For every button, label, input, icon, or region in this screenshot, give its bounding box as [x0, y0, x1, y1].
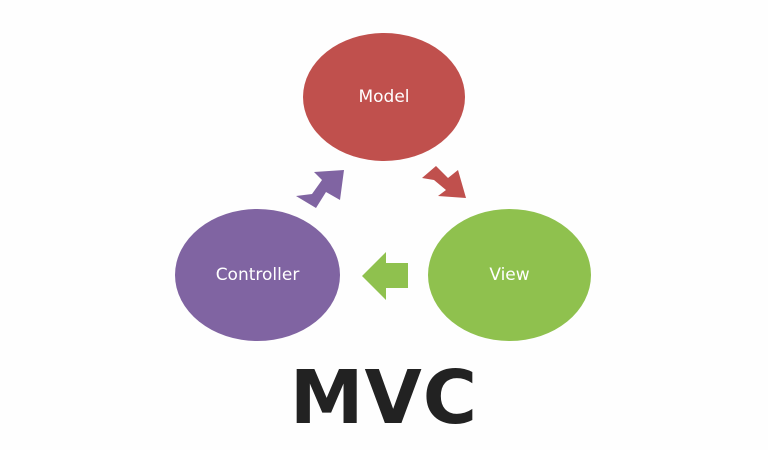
view-label: View — [489, 265, 530, 285]
model-label: Model — [358, 87, 410, 107]
controller-node: Controller — [175, 209, 340, 341]
model-node: Model — [303, 33, 465, 161]
view-node: View — [428, 209, 591, 341]
arrow-controller-to-model — [296, 170, 344, 208]
diagram-title: MVC — [289, 355, 479, 441]
controller-label: Controller — [215, 265, 300, 285]
arrow-model-to-view — [422, 166, 466, 198]
arrow-view-to-controller — [362, 252, 408, 300]
